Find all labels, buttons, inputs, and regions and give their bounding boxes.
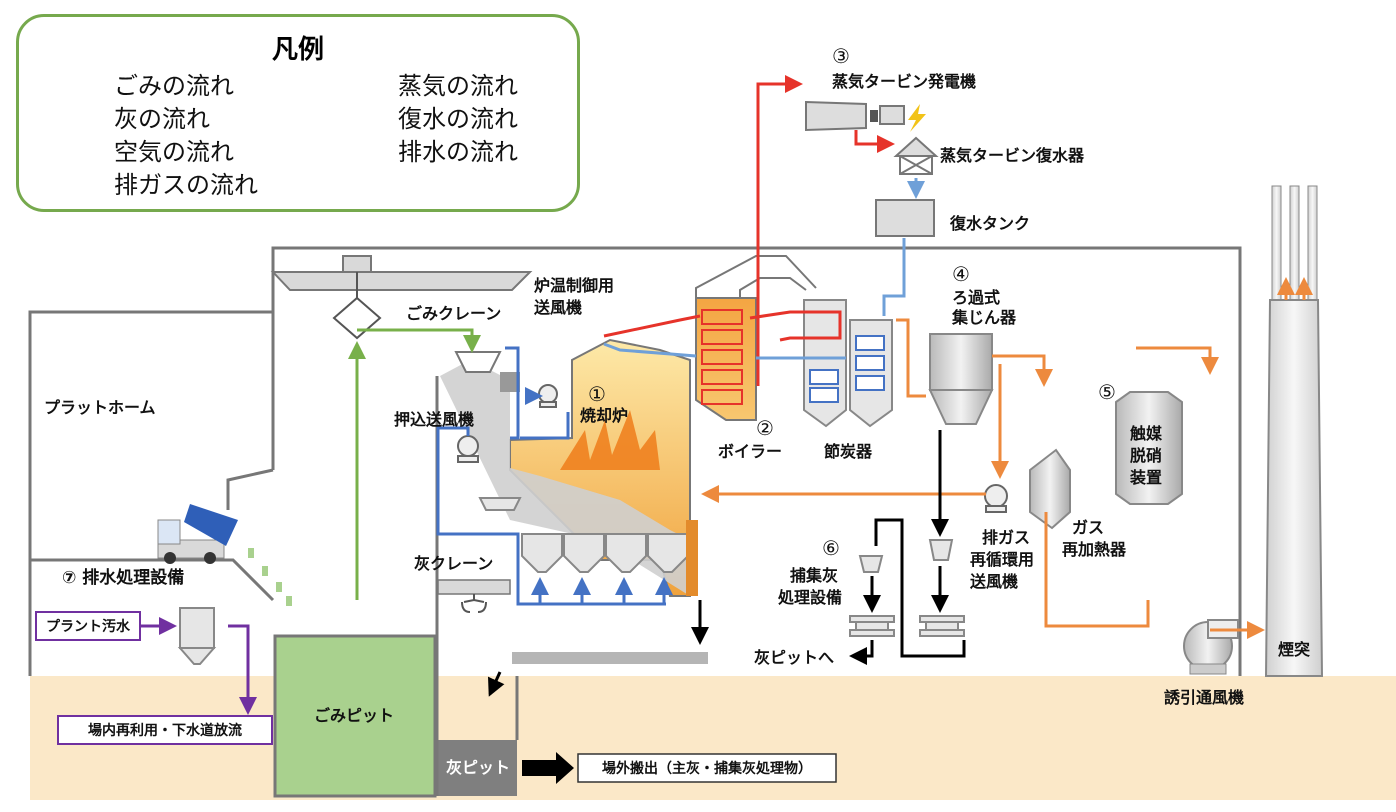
legend-item-wastewater: 排水の流れ [398,138,518,166]
label-recirc-2: 再循環用 [970,550,1035,569]
label-recirc-1: 排ガス [982,528,1031,547]
label-filter-2: 集じん器 [952,308,1017,327]
label-reheater-1: ガス [1072,518,1105,537]
legend-item-steam: 蒸気の流れ [398,72,518,100]
induced-draft-fan [1183,619,1239,675]
label-boiler: ボイラー [718,442,783,461]
label-garbage-crane: ごみクレーン [406,304,502,323]
label-reheater-2: 再加熱器 [1062,540,1127,559]
label-off-site: 場外搬出（主灰・捕集灰処理物） [602,761,812,777]
label-filter-1: ろ過式 [952,288,1001,307]
label-ash-crane: 灰クレーン [414,554,494,573]
boiler-body [695,297,757,421]
label-catalyst-3: 装置 [1130,468,1163,487]
label-wastewater-facility: ⑦ 排水処理設備 [62,568,185,588]
legend-title: 凡例 [271,35,324,65]
label-chimney: 煙突 [1278,640,1311,659]
label-induced-fan: 誘引通風機 [1164,688,1245,707]
ash-pit-box [437,740,517,796]
lightning-icon [908,104,926,132]
garbage-truck [157,504,238,564]
label-filter-number: ④ [952,262,970,286]
label-to-ash-pit: 灰ピットへ [754,648,835,667]
boiler-tubes [701,309,743,405]
label-boiler-number: ② [756,416,774,440]
legend-item-garbage: ごみの流れ [114,72,234,100]
gas-reheater [1029,448,1071,530]
label-flyash-1: 捕集灰 [790,566,839,585]
label-platform: プラットホーム [44,398,156,417]
label-furnace-temp-fan-1: 炉温制御用 [534,276,615,295]
flyash-equipment [849,539,965,637]
legend-item-condensate: 復水の流れ [398,105,518,133]
label-turbine: 蒸気タービン発電機 [832,72,977,91]
catalyst-device [1115,391,1183,505]
legend-item-ash: 灰の流れ [114,105,210,133]
garbage-pit [273,634,437,798]
steam-turbine [805,100,867,132]
wastewater-tank [177,607,217,665]
label-incinerator-number: ① [588,382,606,406]
bag-filter [928,333,994,425]
label-catalyst-number: ⑤ [1098,380,1116,404]
garbage-crane-grab [332,296,382,340]
ash-hoppers [478,497,689,573]
label-furnace-temp-fan-2: 送風機 [534,298,583,317]
chimney [1264,185,1324,677]
label-push-fan: 押込送風機 [394,410,475,429]
label-economizer: 節炭器 [824,442,873,461]
label-plant-wastewater: プラント汚水 [46,619,130,635]
label-recirc-3: 送風機 [970,572,1019,591]
label-condensate-tank: 復水タンク [950,214,1031,233]
legend-item-air: 空気の流れ [114,138,234,166]
condenser [893,136,939,175]
ash-crane-grab [461,594,487,613]
label-condenser: 蒸気タービン復水器 [940,146,1085,165]
legend-panel: 凡例 [16,14,580,212]
label-turbine-number: ③ [832,44,850,68]
legend-item-exhaust: 排ガスの流れ [114,171,258,199]
label-flyash-number: ⑥ [822,536,840,560]
building-outline [28,246,1242,676]
label-garbage-pit: ごみピット [314,706,395,725]
label-reuse-discharge: 場内再利用・下水道放流 [88,723,242,739]
label-ash-pit: 灰ピット [446,758,511,777]
off-site-arrow [522,752,574,784]
label-catalyst-1: 触媒 [1130,424,1163,443]
label-incinerator: 焼却炉 [580,406,629,425]
label-catalyst-2: 脱硝 [1130,446,1163,465]
condensate-tank [875,199,935,237]
label-flyash-2: 処理設備 [778,588,843,607]
